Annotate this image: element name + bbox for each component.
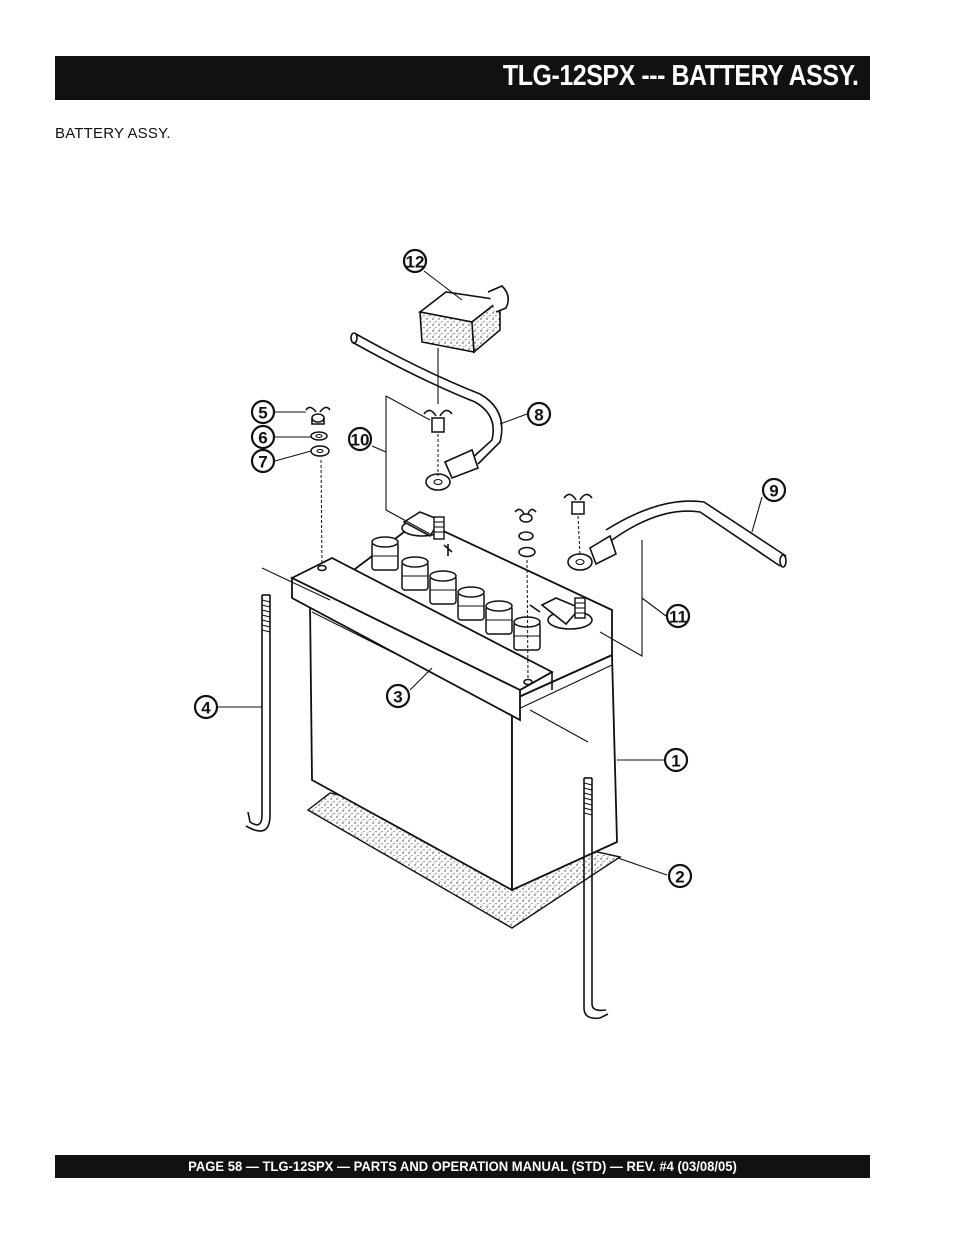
callout-10-number: 10 bbox=[351, 431, 370, 450]
leader-lines bbox=[218, 270, 763, 876]
callout-1: 1 bbox=[663, 747, 689, 773]
battery-cell-caps bbox=[371, 536, 541, 651]
flat-washer-right bbox=[518, 546, 536, 558]
callout-5: 5 bbox=[250, 399, 276, 425]
negative-cable bbox=[567, 500, 787, 571]
callout-11: 11 bbox=[665, 603, 691, 629]
callout-10: 10 bbox=[347, 426, 373, 452]
callout-7: 7 bbox=[250, 448, 276, 474]
section-label: BATTERY ASSY. bbox=[55, 125, 171, 142]
callout-5-number: 5 bbox=[258, 404, 267, 423]
positive-cable bbox=[350, 332, 503, 491]
page-footer-text: PAGE 58 — TLG-12SPX — PARTS AND OPERATIO… bbox=[188, 1158, 737, 1174]
j-bolt-left bbox=[245, 594, 271, 832]
battery-terminals bbox=[401, 511, 593, 630]
cable-wing-nut-positive bbox=[423, 409, 453, 433]
flat-washer-left bbox=[310, 445, 330, 457]
cable-wing-nut-negative bbox=[563, 493, 593, 515]
callout-6: 6 bbox=[250, 424, 276, 450]
callout-12: 12 bbox=[402, 248, 428, 274]
wing-nut-left bbox=[305, 406, 331, 425]
cable-assembly-outline-right bbox=[599, 540, 643, 657]
j-bolt-right bbox=[583, 777, 609, 1020]
callout-4-number: 4 bbox=[201, 699, 211, 718]
callout-9-number: 9 bbox=[769, 482, 778, 501]
callout-8: 8 bbox=[526, 401, 552, 427]
callout-4: 4 bbox=[193, 694, 219, 720]
cable-assembly-outline-left bbox=[385, 396, 431, 535]
callout-8-number: 8 bbox=[534, 406, 543, 425]
callout-3: 3 bbox=[385, 683, 411, 709]
page-footer-bar: PAGE 58 — TLG-12SPX — PARTS AND OPERATIO… bbox=[55, 1155, 870, 1178]
callout-6-number: 6 bbox=[258, 429, 267, 448]
callout-2-number: 2 bbox=[675, 868, 684, 887]
callout-9: 9 bbox=[761, 477, 787, 503]
callout-2: 2 bbox=[667, 863, 693, 889]
callout-1-number: 1 bbox=[671, 752, 680, 771]
callout-12-number: 12 bbox=[406, 253, 425, 272]
lock-washer-right bbox=[518, 531, 534, 541]
callout-7-number: 7 bbox=[258, 453, 267, 472]
callout-11-number: 11 bbox=[669, 608, 687, 627]
terminal-boot bbox=[418, 285, 510, 354]
callout-3-number: 3 bbox=[393, 688, 402, 707]
wing-nut-right bbox=[514, 508, 537, 523]
page-title: TLG-12SPX --- BATTERY ASSY. bbox=[502, 60, 858, 92]
lock-washer-left bbox=[310, 431, 328, 441]
hold-down-bracket bbox=[289, 556, 554, 722]
page-header-bar: TLG-12SPX --- BATTERY ASSY. bbox=[55, 56, 870, 100]
